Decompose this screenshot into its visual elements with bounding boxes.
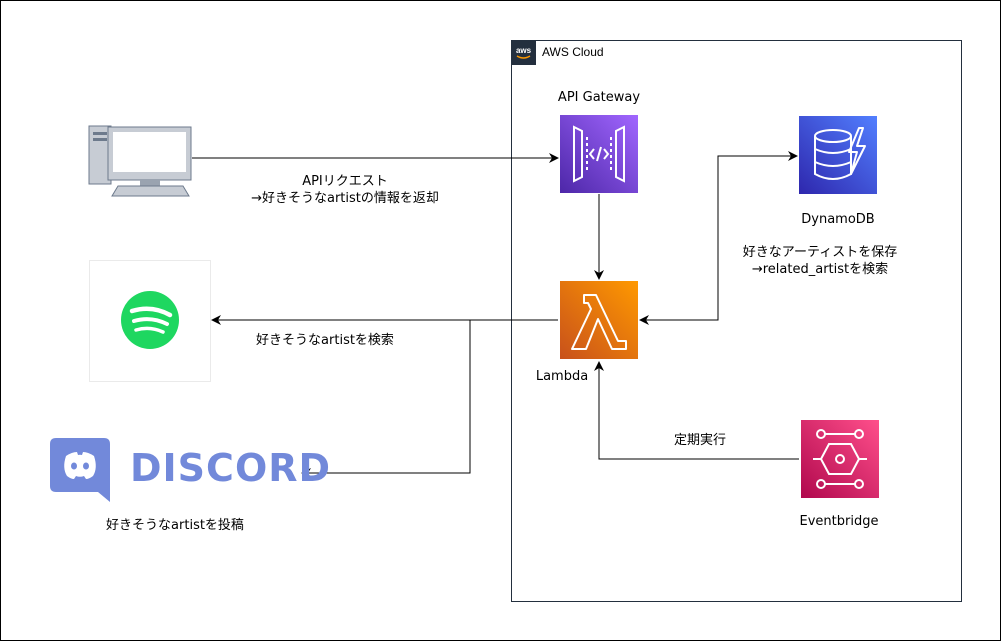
lambda-label: Lambda [535, 369, 589, 384]
spotify-icon [121, 291, 179, 349]
svg-text:aws: aws [516, 46, 532, 55]
lambda-icon [560, 281, 638, 359]
edge-label-line-1: APIリクエスト [302, 174, 388, 189]
edge-label-lambda-spotify: 好きそうなartistを検索 [256, 333, 394, 348]
edge-eventbridge-to-lambda [594, 361, 799, 460]
spotify-logo-card [89, 260, 211, 382]
edge-label-eventbridge-lambda: 定期実行 [673, 433, 726, 448]
edge-lambda-dynamodb [639, 151, 798, 325]
edge-label-line-2: →related_artistを検索 [751, 262, 889, 277]
aws-cloud-label: AWS Cloud [542, 45, 604, 59]
eventbridge-label: Eventbridge [799, 514, 879, 529]
dynamodb-label: DynamoDB [801, 212, 875, 227]
eventbridge-icon [801, 420, 879, 498]
discord-wordmark: DISCORD [130, 446, 332, 490]
desktop-computer-icon [88, 124, 193, 198]
aws-logo-icon: aws [511, 40, 536, 65]
discord-icon [50, 438, 110, 503]
edge-label-lambda-dynamodb: 好きなアーティストを保存 →related_artistを検索 [705, 244, 935, 278]
api-gateway-icon [560, 115, 638, 193]
api-gateway-label: API Gateway [557, 90, 641, 105]
aws-cloud-group [511, 40, 962, 602]
edge-lambda-to-discord [301, 320, 471, 478]
edge-label-line-2: →好きそうなartistの情報を返却 [251, 191, 439, 206]
edge-label-lambda-discord: 好きそうなartistを投稿 [106, 518, 244, 533]
edge-label-client-api: APIリクエスト →好きそうなartistの情報を返却 [195, 173, 495, 207]
edge-label-line-1: 好きなアーティストを保存 [742, 245, 898, 260]
dynamodb-icon [799, 116, 877, 194]
